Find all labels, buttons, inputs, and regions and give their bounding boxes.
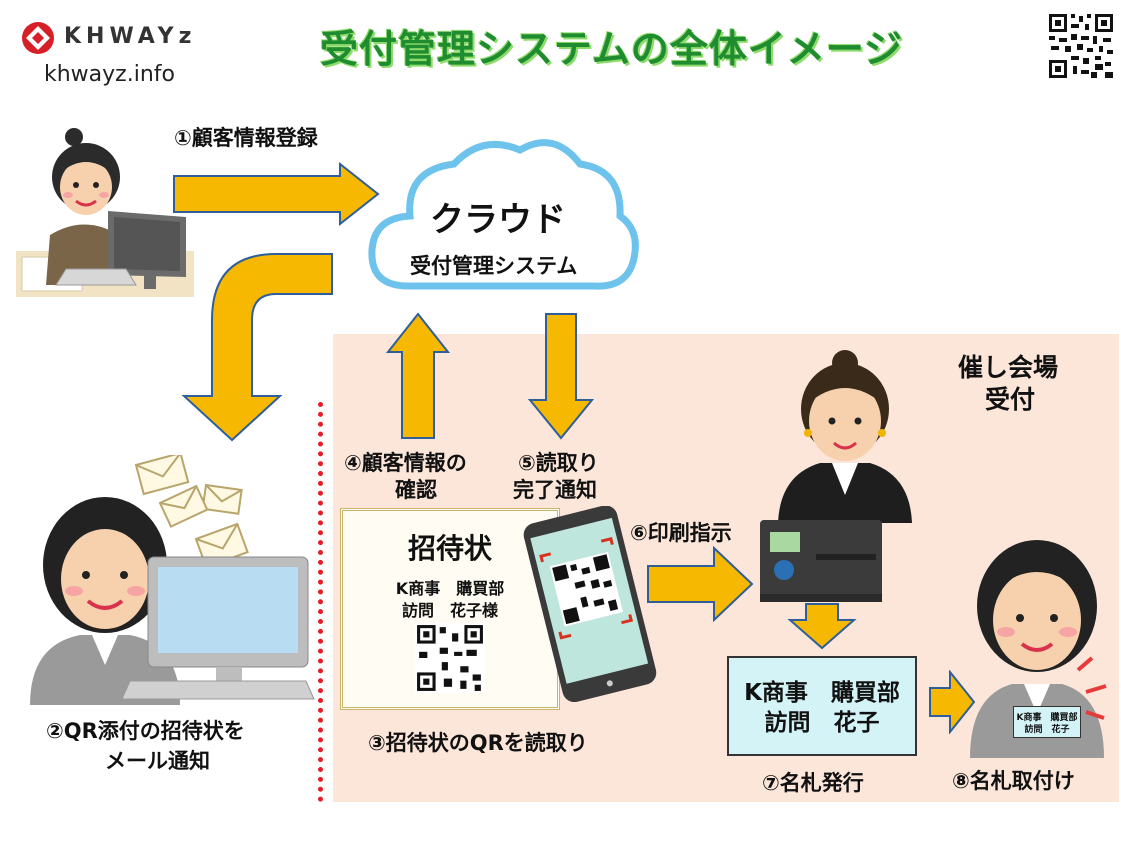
cloud-title: クラウド — [430, 200, 566, 240]
step7-label: ⑦名札発行 — [762, 771, 864, 795]
arrow-issue-tag — [787, 603, 857, 650]
qr-code-icon — [1047, 12, 1115, 80]
site-url[interactable]: khwayz.info — [44, 62, 175, 87]
worn-badge-guest: 訪問 花子 — [1024, 725, 1070, 735]
step4-label-line2: 確認 — [395, 478, 437, 502]
name-tag-company: K商事 購買部 — [744, 680, 900, 706]
name-tag-guest: 訪問 花子 — [764, 710, 880, 736]
venue-label-line2: 受付 — [985, 385, 1036, 414]
cloud-subtitle: 受付管理システム — [410, 254, 578, 278]
invitation-company: K商事 購買部 — [395, 579, 505, 598]
step1-label: ①顧客情報登録 — [174, 126, 318, 150]
reception-staff-illustration — [778, 350, 912, 523]
khwayz-logo-icon — [22, 22, 54, 54]
guest-with-badge-illustration — [970, 540, 1107, 758]
arrow-attach-tag — [929, 670, 976, 734]
worn-badge: K商事 購買部 訪問 花子 — [1013, 706, 1081, 738]
cloud-icon — [368, 139, 639, 290]
worn-badge-company: K商事 購買部 — [1016, 713, 1078, 723]
arrow-cloud-to-email — [181, 253, 333, 442]
guest-email-illustration — [30, 455, 315, 705]
smartphone-scanner-icon[interactable] — [520, 506, 658, 702]
staff-at-computer-illustration — [16, 128, 194, 297]
step2-label-line2: メール通知 — [105, 749, 210, 773]
invitation-guest: 訪問 花子様 — [401, 601, 498, 620]
arrow-register-to-cloud — [173, 162, 380, 226]
name-tag-box: K商事 購買部 訪問 花子 — [727, 656, 917, 756]
step5-label-line2: 完了通知 — [513, 478, 597, 502]
arrow-confirm-up — [385, 312, 451, 439]
invitation-qr-icon — [415, 623, 485, 693]
invitation-card: 招待状 K商事 購買部 訪問 花子様 — [340, 508, 560, 710]
step4-label-line1: ④顧客情報の — [344, 451, 467, 475]
divider-dotted-line — [318, 402, 323, 802]
arrow-print-instruction — [647, 546, 754, 622]
logo-brand: KHWAYz — [64, 24, 197, 49]
venue-label-line1: 催し会場 — [958, 353, 1059, 382]
step2-label-line1: ②QR添付の招待状を — [46, 719, 245, 743]
step6-label: ⑥印刷指示 — [630, 521, 732, 545]
step5-label-line1: ⑤読取り — [518, 451, 599, 475]
label-printer-icon[interactable] — [758, 518, 884, 604]
arrow-notify-down — [527, 313, 595, 440]
step8-label: ⑧名札取付け — [952, 769, 1075, 793]
page-title: 受付管理システムの全体イメージ — [320, 27, 904, 71]
step3-label: ③招待状のQRを読取り — [368, 731, 588, 755]
invitation-title: 招待状 — [407, 532, 492, 565]
